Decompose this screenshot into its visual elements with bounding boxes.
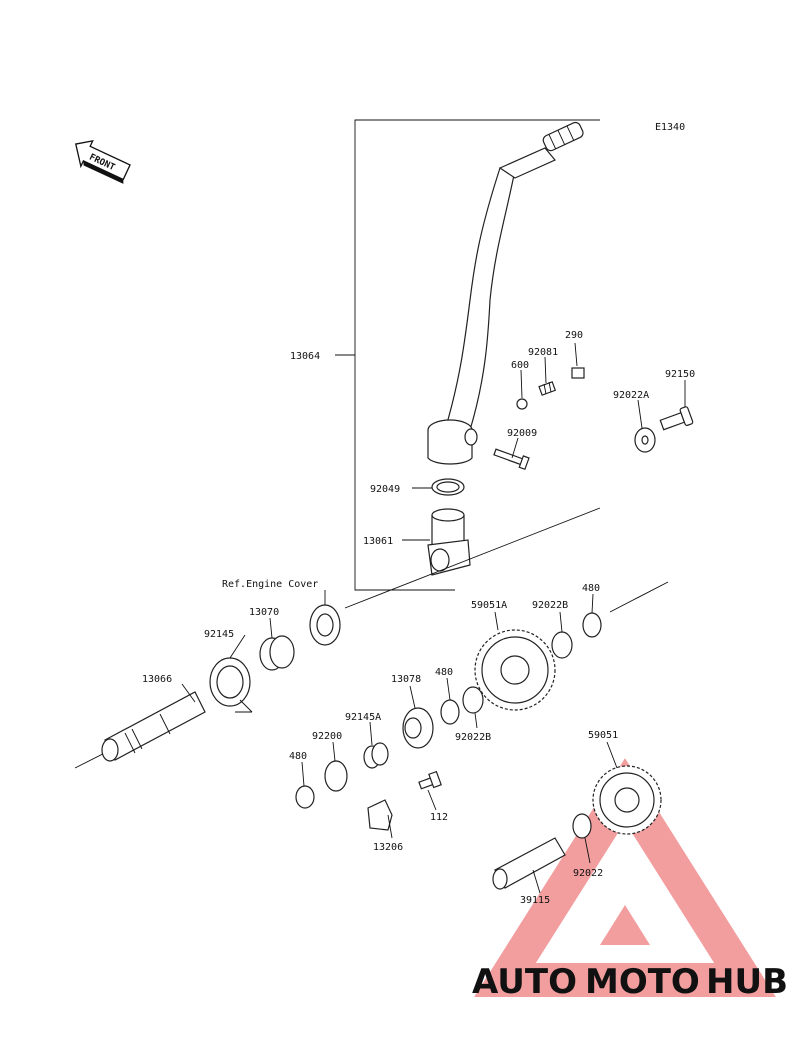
axis-line-upper xyxy=(344,507,601,609)
part-label-480-lower: 480 xyxy=(289,751,307,762)
part-label-92150: 92150 xyxy=(665,369,695,380)
shaft-39115 xyxy=(492,837,566,890)
circlip-480-upper xyxy=(582,612,602,638)
circlip-480-lower xyxy=(295,785,315,809)
axis-line-right xyxy=(609,581,669,613)
part-label-92200: 92200 xyxy=(312,731,342,742)
gear-59051 xyxy=(592,765,662,835)
part-label-92022A: 92022A xyxy=(613,390,649,401)
ref-engine-cover-label: Ref.Engine Cover xyxy=(222,579,318,590)
part-label-59051: 59051 xyxy=(588,730,618,741)
watermark-moto: MOTO xyxy=(585,962,700,1002)
part-label-13061: 13061 xyxy=(363,536,393,547)
plug-290 xyxy=(571,367,585,379)
front-arrow-icon: FRONT xyxy=(74,140,131,184)
part-label-13206: 13206 xyxy=(373,842,403,853)
kick-shaft-13066 xyxy=(101,691,206,762)
part-label-92081: 92081 xyxy=(528,347,558,358)
watermark-text: AUTO MOTO HUB xyxy=(472,962,788,1002)
gear-59051A xyxy=(474,629,556,711)
part-label-13066: 13066 xyxy=(142,674,172,685)
circlip-480-mid xyxy=(440,699,460,725)
part-label-92049: 92049 xyxy=(370,484,400,495)
part-label-13078: 13078 xyxy=(391,674,421,685)
spring-92081 xyxy=(538,381,557,396)
part-label-600: 600 xyxy=(511,360,529,371)
washer-92200 xyxy=(324,760,348,792)
spring-92145 xyxy=(209,657,253,713)
washer-92022 xyxy=(572,813,592,839)
watermark-hub: HUB xyxy=(706,962,788,1002)
ratchet-13078 xyxy=(402,707,434,749)
part-label-480-mid: 480 xyxy=(435,667,453,678)
part-label-59051A: 59051A xyxy=(471,600,507,611)
kick-boss-13061 xyxy=(427,508,471,576)
part-label-480-upper: 480 xyxy=(582,583,600,594)
part-label-13070: 13070 xyxy=(249,607,279,618)
part-label-92022B-mid: 92022B xyxy=(455,732,491,743)
spring-92145A xyxy=(363,742,389,769)
part-label-92145: 92145 xyxy=(204,629,234,640)
part-label-39115: 39115 xyxy=(520,895,550,906)
leader-lines xyxy=(181,342,686,894)
washer-92022B-mid xyxy=(462,686,484,714)
washer-92022B-upper xyxy=(551,631,573,659)
guide-13206 xyxy=(367,799,393,831)
part-label-92145A: 92145A xyxy=(345,712,381,723)
detent-ball xyxy=(516,398,528,410)
part-label-13064: 13064 xyxy=(290,351,320,362)
collar-13070 xyxy=(259,635,295,671)
kick-pedal-lever xyxy=(427,121,584,465)
diagram-code: E1340 xyxy=(655,122,685,133)
bolt-92009 xyxy=(493,448,530,471)
bolt-112 xyxy=(418,770,442,790)
part-label-112: 112 xyxy=(430,812,448,823)
part-label-92022B-upper: 92022B xyxy=(532,600,568,611)
part-label-92009: 92009 xyxy=(507,428,537,439)
watermark-logo xyxy=(474,758,776,997)
part-label-92022: 92022 xyxy=(573,868,603,879)
bolt-92150 xyxy=(659,406,694,431)
watermark-auto: AUTO xyxy=(472,962,577,1002)
part-label-290: 290 xyxy=(565,330,583,341)
